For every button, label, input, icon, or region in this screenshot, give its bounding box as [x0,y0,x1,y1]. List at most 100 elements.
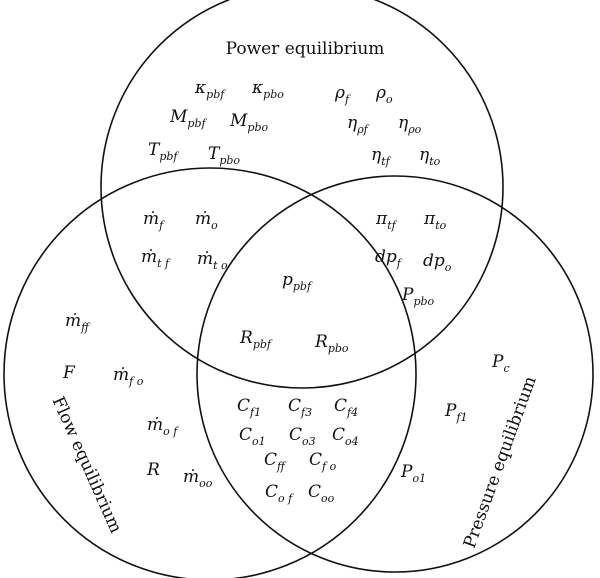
var-base: T [208,144,221,164]
var-subscript: o [445,261,452,274]
var-base: P [401,285,414,305]
var-base: P [444,401,457,421]
var-M-pbf: Mpbf [169,107,208,130]
var-P-o1: Po1 [400,462,426,485]
var-subscript: o3 [302,435,316,448]
var-subscript: ff [80,321,91,334]
var-mdot-oo: ṁoo [183,467,213,490]
var-base: P [491,352,504,372]
var-base: P [400,462,413,482]
var-subscript: o1 [412,472,426,485]
var-subscript: ρo [407,123,421,136]
var-base: ρ [375,83,386,103]
var-subscript: o [386,93,393,106]
flow-equilibrium-circle [3,167,417,578]
var-subscript: o4 [345,435,359,448]
var-subscript: pbf [293,280,313,293]
var-subscript: f [344,93,351,106]
var-eta-rhof: ηρf [347,113,370,136]
var-subscript: to [435,219,446,232]
var-subscript: pbo [413,295,434,308]
var-subscript: ρf [356,123,369,136]
var-subscript: pbo [263,88,284,101]
var-base: η [419,145,430,165]
var-base: C [289,425,302,445]
var-subscript: o f [163,425,179,438]
var-pi-tf: πtf [375,209,398,232]
var-base: C [239,425,252,445]
var-mdot-tf: ṁt f [141,247,171,270]
var-mdot-ff: ṁff [65,311,91,334]
var-base: R [314,332,328,352]
var-base: η [347,113,358,133]
var-base: ρ [334,83,345,103]
var-mdot-f: ṁf [143,209,165,232]
var-base: η [371,145,382,165]
var-subscript: oo [199,477,213,490]
var-base: ṁ [141,247,157,267]
var-base: ṁ [143,209,159,229]
var-subscript: c [503,362,509,375]
var-subscript: pbf [159,150,179,163]
var-kappa-pbf: κpbf [194,78,226,101]
var-subscript: o f [278,492,294,505]
var-base: ṁ [195,209,211,229]
var-subscript: t o [213,259,228,272]
var-base: κ [194,78,206,98]
var-base: M [169,107,188,127]
var-base: T [148,140,161,160]
var-base: p [282,270,293,290]
var-subscript: pbo [247,121,268,134]
var-subscript: ff [276,460,287,473]
pressure-equilibrium-title: Pressure equilibrium [460,374,541,551]
var-base: C [332,425,345,445]
var-rho-o: ρo [375,83,393,106]
power-equilibrium-circle [100,0,504,389]
var-base: F [62,363,76,383]
var-mdot-to: ṁt o [197,249,228,272]
power-equilibrium-title: Power equilibrium [226,39,385,59]
var-subscript: o1 [252,435,266,448]
var-rho-f: ρf [334,83,351,106]
var-base: C [308,482,321,502]
var-T-pbo: Tpbo [208,144,240,167]
var-dp-f: dpf [375,247,403,270]
var-subscript: oo [321,492,335,505]
var-M-pbo: Mpbo [229,111,269,134]
var-base: M [229,111,248,131]
var-C-ff: Cff [264,450,287,473]
var-base: C [309,450,322,470]
var-subscript: f [396,257,403,270]
var-R-pbf: Rpbf [239,328,273,351]
var-subscript: pbf [206,88,226,101]
var-p-pbf: ppbf [282,270,313,293]
var-R: R [146,460,160,480]
var-eta-to: ηto [419,145,441,168]
var-base: π [423,209,436,229]
var-subscript: f3 [300,406,312,419]
var-P-f1: Pf1 [444,401,468,424]
var-pi-to: πto [423,209,447,232]
var-mdot-o: ṁo [195,209,218,232]
var-mdot-of: ṁo f [147,415,179,438]
var-C-f4: Cf4 [334,396,358,419]
var-subscript: f1 [455,411,467,424]
var-subscript: tf [387,219,397,232]
var-dp-o: dpo [423,251,452,274]
var-subscript: pbf [253,338,273,351]
var-subscript: o [211,219,218,232]
var-subscript: f [158,219,165,232]
var-base: ṁ [183,467,199,487]
var-base: R [239,328,253,348]
var-base: R [146,460,160,480]
var-subscript: f o [321,460,337,473]
var-R-pbo: Rpbo [314,332,349,355]
var-base: ṁ [197,249,213,269]
var-C-o3: Co3 [289,425,316,448]
var-C-of: Co f [265,482,294,505]
var-base: ṁ [113,365,129,385]
var-subscript: f4 [346,406,358,419]
var-base: C [237,396,250,416]
